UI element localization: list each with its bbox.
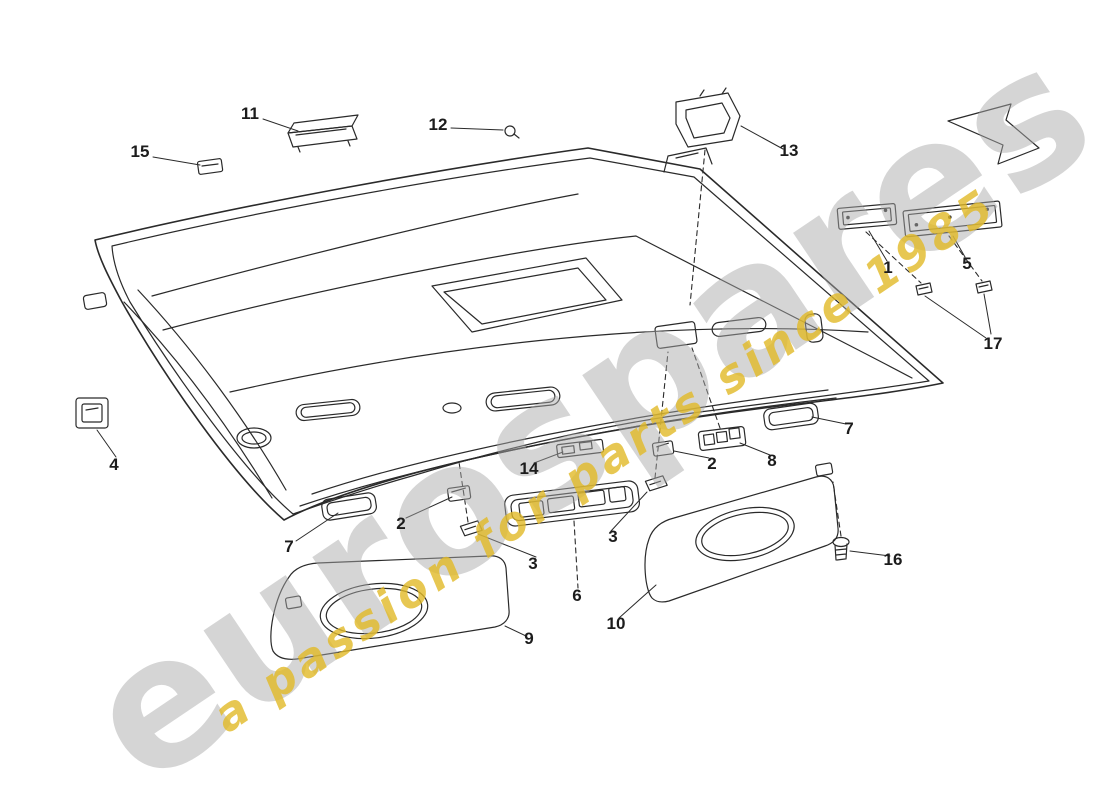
part-label-7-right[interactable]: 7 <box>844 419 854 438</box>
part-graphic-16 <box>832 536 850 561</box>
part-graphic-11 <box>287 114 359 153</box>
direction-arrow-icon <box>947 103 1040 165</box>
part-label-3-left[interactable]: 3 <box>528 554 538 573</box>
part-label-6[interactable]: 6 <box>572 586 582 605</box>
roof-panel-contours <box>82 193 913 507</box>
part-graphic-2-right <box>651 440 675 457</box>
part-label-10[interactable]: 10 <box>606 614 626 633</box>
leader-lines <box>96 118 992 637</box>
part-label-13[interactable]: 13 <box>779 141 799 160</box>
part-graphic-17 <box>915 280 993 296</box>
part-graphic-5 <box>902 200 1003 238</box>
part-graphic-2-left <box>446 485 472 502</box>
part-label-1[interactable]: 1 <box>883 258 893 277</box>
part-graphic-12 <box>504 125 520 139</box>
part-label-9[interactable]: 9 <box>524 629 534 648</box>
part-graphic-14 <box>556 438 605 459</box>
part-graphic-7-left <box>321 492 377 521</box>
part-graphic-13 <box>675 87 741 148</box>
part-label-2-right[interactable]: 2 <box>707 454 717 473</box>
part-label-12[interactable]: 12 <box>428 115 448 134</box>
part-label-11[interactable]: 11 <box>241 104 259 123</box>
part-graphic-7-right <box>763 402 819 431</box>
part-label-14[interactable]: 14 <box>519 459 539 478</box>
part-graphic-6 <box>504 480 641 527</box>
part-graphic-1 <box>836 202 898 230</box>
part-label-16[interactable]: 16 <box>883 550 903 569</box>
part-label-15[interactable]: 15 <box>130 142 150 161</box>
part-graphic-9-sun-visor <box>270 555 510 660</box>
part-graphic-3-right <box>644 475 668 492</box>
part-graphic-8 <box>697 426 747 451</box>
part-label-2-left[interactable]: 2 <box>396 514 406 533</box>
part-label-7-left[interactable]: 7 <box>284 537 294 556</box>
part-label-4[interactable]: 4 <box>109 455 119 474</box>
part-graphic-3-left <box>459 520 483 537</box>
part-label-17[interactable]: 17 <box>983 334 1003 353</box>
part-graphic-4 <box>75 397 109 429</box>
part-label-3-right[interactable]: 3 <box>608 527 618 546</box>
part-label-8[interactable]: 8 <box>767 451 777 470</box>
part-graphic-10-sun-visor <box>644 462 839 603</box>
part-graphic-15 <box>196 158 224 175</box>
part-label-5[interactable]: 5 <box>962 254 972 273</box>
